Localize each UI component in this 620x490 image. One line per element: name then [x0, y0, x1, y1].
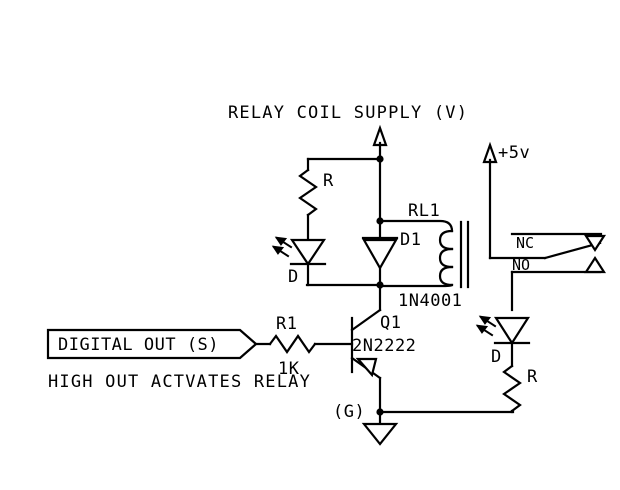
label-relay: RL1	[408, 201, 440, 221]
component-base-resistor: R1 1K	[268, 314, 354, 379]
label-output-resistor: R	[527, 367, 538, 387]
supply-rail-wire	[306, 155, 384, 223]
terminal-digital-out[interactable]: DIGITAL OUT (S)	[46, 328, 272, 360]
label-transistor-ref: Q1	[380, 313, 401, 333]
label-output-led: D	[491, 347, 502, 367]
contact-no-terminal	[583, 255, 607, 274]
component-output-led: D	[475, 315, 531, 368]
label-base-resistor-value: 1K	[278, 359, 300, 379]
component-flyback-diode: D1 1N4001	[361, 217, 462, 311]
label-ground: (G)	[333, 402, 365, 422]
terminal-relay-coil-supply	[372, 124, 388, 161]
note-high-out-activates-relay: HIGH OUT ACTVATES RELAY	[48, 372, 311, 392]
output-led-emission-arrows	[475, 315, 497, 337]
terminal-ground: (G)	[333, 402, 399, 446]
contact-nc-terminal	[583, 234, 607, 253]
transistor-collector-lead	[350, 308, 382, 332]
component-transistor-q1: Q1 2N2222	[350, 284, 416, 414]
label-contact-no: NO	[512, 256, 530, 274]
label-transistor-part: 2N2222	[352, 336, 416, 356]
component-indicator-resistor: R	[298, 157, 334, 242]
label-digital-out: DIGITAL OUT (S)	[58, 335, 219, 355]
component-indicator-led: D	[271, 236, 327, 287]
relay-contacts: NC NO	[488, 232, 607, 312]
led-emission-arrows	[271, 236, 293, 258]
label-flyback-diode: D1	[400, 230, 421, 250]
title-relay-coil-supply: RELAY COIL SUPPLY (V)	[228, 103, 468, 123]
terminal-logic-supply: +5v	[482, 141, 530, 260]
node-dot-supply	[376, 155, 384, 163]
component-output-resistor: R	[502, 364, 538, 414]
label-base-resistor: R1	[276, 314, 297, 334]
label-indicator-resistor: R	[323, 171, 334, 191]
component-relay-coil: RL1	[379, 201, 470, 289]
label-contact-nc: NC	[516, 234, 534, 252]
label-indicator-led: D	[288, 267, 299, 287]
label-flyback-diode-part: 1N4001	[398, 291, 462, 311]
transistor-emitter-arrow	[355, 357, 378, 378]
label-logic-supply: +5v	[498, 143, 530, 163]
